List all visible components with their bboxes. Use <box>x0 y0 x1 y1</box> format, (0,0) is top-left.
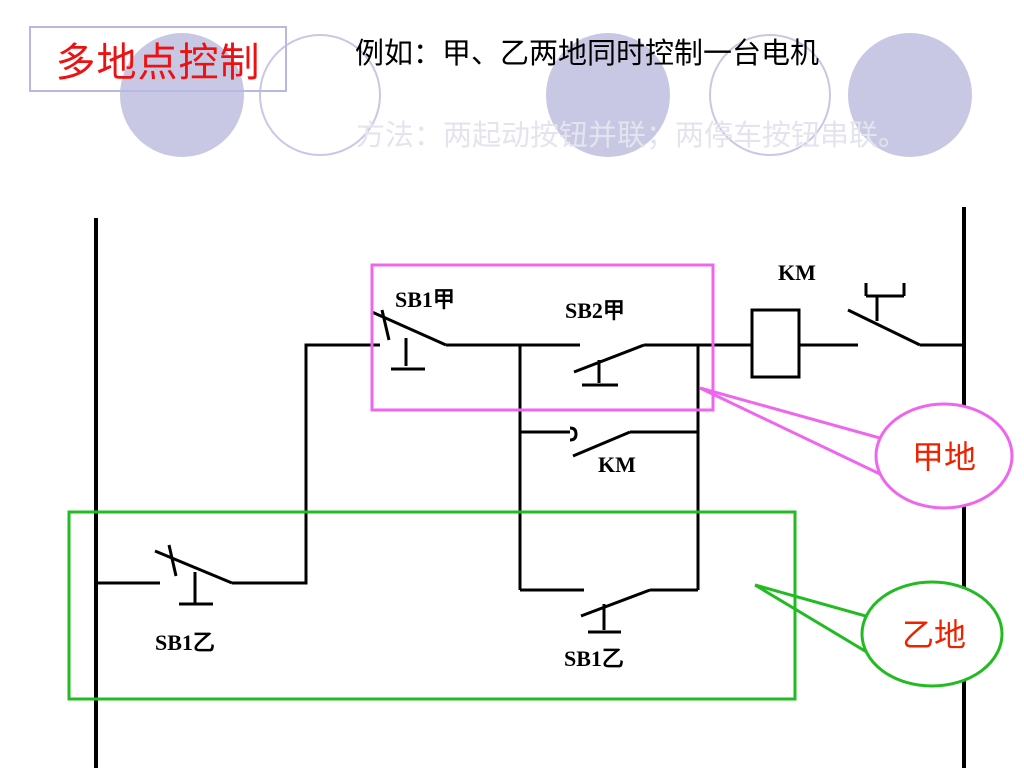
sb1-yi-right-blade <box>580 588 651 618</box>
overload-contact-blade <box>847 308 921 347</box>
example-subtitle: 例如：甲、乙两地同时控制一台电机 <box>355 36 820 70</box>
sb1-jia-label: SB1甲 <box>395 287 455 312</box>
yi-callout-bubble <box>860 580 1004 688</box>
yi-callout-text: 乙地 <box>902 616 966 654</box>
jia-region <box>370 263 1014 510</box>
sb1-yi-left-blade <box>154 549 233 585</box>
sb2-jia-blade <box>573 343 645 374</box>
jia-callout-text: 甲地 <box>912 438 976 476</box>
km-contact-blade <box>572 430 631 458</box>
jia-highlight-box <box>370 263 715 412</box>
sb1-yi-left-label: SB1乙 <box>155 630 215 655</box>
jia-callout-bubble <box>874 402 1014 510</box>
wires <box>96 283 964 634</box>
jia-callout-pointer <box>699 386 882 477</box>
yi-region <box>67 510 1004 701</box>
page-title: 多地点控制 <box>29 26 287 92</box>
km-coil <box>750 308 801 379</box>
decorative-circles <box>120 33 972 157</box>
yi-callout-pointer <box>754 583 882 663</box>
km-contact-label: KM <box>598 452 636 477</box>
method-text: 方法：两起动按钮并联；两停车按钮串联。 <box>356 118 908 152</box>
km-coil-label: KM <box>778 260 816 285</box>
power-rails <box>94 207 966 768</box>
sb1-yi-right-label: SB1乙 <box>564 646 624 671</box>
component-labels: KM SB1甲 SB2甲 KM SB1乙 SB1乙 <box>155 260 816 671</box>
yi-highlight-box <box>67 510 797 701</box>
sb2-jia-label: SB2甲 <box>565 298 625 323</box>
wire-sb1yi-to-top <box>232 343 380 585</box>
